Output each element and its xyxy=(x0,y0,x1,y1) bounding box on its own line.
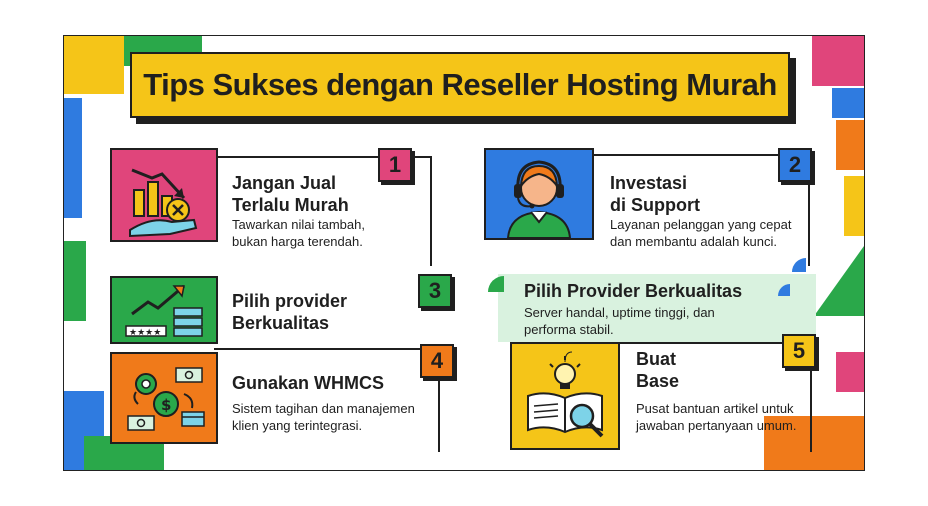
tip-3-title: Pilih provider Berkualitas xyxy=(232,291,348,333)
book-lightbulb-search-icon xyxy=(527,351,604,438)
tip-1-number-badge: 1 xyxy=(378,148,412,182)
tip-4-title: Gunakan WHMCS xyxy=(232,373,385,393)
deco-orange-bottom-right xyxy=(764,416,864,470)
title-banner: Tips Sukses dengan Reseller Hosting Mura… xyxy=(130,52,796,124)
tip-1-title: Jangan Jual Terlalu Murah xyxy=(232,173,349,215)
highlight-panel xyxy=(498,274,816,342)
support-agent-headset-icon xyxy=(506,160,572,239)
deco-blue-right xyxy=(832,88,864,118)
tip-4-icon-card: $ xyxy=(110,352,218,444)
deco-blue-left xyxy=(64,98,82,218)
deco-yellow-block xyxy=(64,36,124,94)
tip-5-frame xyxy=(612,342,812,452)
tip-1-description: Tawarkan nilai tambah, bukan harga teren… xyxy=(232,217,365,249)
billing-gears-icon: $ xyxy=(127,367,205,431)
tip-5-number: 5 xyxy=(792,338,806,363)
svg-text:$: $ xyxy=(161,396,171,414)
tip-1-frame xyxy=(214,156,432,266)
tip-4-number-badge: 4 xyxy=(420,344,454,378)
tip-5-number-badge: 5 xyxy=(782,334,816,368)
deco-pink-top-right xyxy=(812,36,864,86)
rising-chart-server-icon: ★★★★ xyxy=(125,284,203,338)
tip-2-number: 2 xyxy=(788,152,802,177)
tip-4-frame xyxy=(214,348,440,452)
tip-2-description: Layanan pelanggan yang cepat dan membant… xyxy=(610,217,792,249)
tip-3-icon-card: ★★★★ xyxy=(110,276,218,344)
tip-1-number: 1 xyxy=(388,152,402,177)
falling-price-chart-icon xyxy=(129,168,198,238)
tip-2-frame xyxy=(586,154,810,266)
green-quarter-left xyxy=(488,276,504,292)
deco-yellow-right xyxy=(844,176,864,236)
tip-5-icon-card xyxy=(510,342,620,450)
tip-1-icon-card xyxy=(110,148,218,242)
deco-green-left-mid xyxy=(64,241,86,321)
deco-green-right xyxy=(814,246,864,316)
tip-5-title: Buat Base xyxy=(636,349,680,391)
tip-2-title: Investasi di Support xyxy=(610,173,700,215)
tip-highlight-title: Pilih Provider Berkualitas xyxy=(524,281,743,301)
tip-3-number-badge: 3 xyxy=(418,274,452,308)
blue-quarter-right xyxy=(778,284,790,296)
tip-4-description: Sistem tagihan dan manajemen klien yang … xyxy=(232,401,415,433)
page-title: Tips Sukses dengan Reseller Hosting Mura… xyxy=(143,67,777,102)
tip-2-icon-card xyxy=(484,148,594,240)
tip-2-number-badge: 2 xyxy=(778,148,812,182)
infographic-poster: Tips Sukses dengan Reseller Hosting Mura… xyxy=(63,35,865,471)
tip-3-number: 3 xyxy=(428,278,442,303)
deco-orange-right xyxy=(836,120,864,170)
title-box: Tips Sukses dengan Reseller Hosting Mura… xyxy=(130,52,790,118)
tip-4-number: 4 xyxy=(430,348,444,373)
blue-quarter-top xyxy=(792,258,806,272)
deco-pink-right-bottom xyxy=(836,352,864,392)
svg-text:★★★★: ★★★★ xyxy=(129,328,161,338)
tip-5-description: Pusat bantuan artikel untuk jawaban pert… xyxy=(636,401,797,433)
tip-highlight-description: Server handal, uptime tinggi, dan perfor… xyxy=(524,305,715,337)
